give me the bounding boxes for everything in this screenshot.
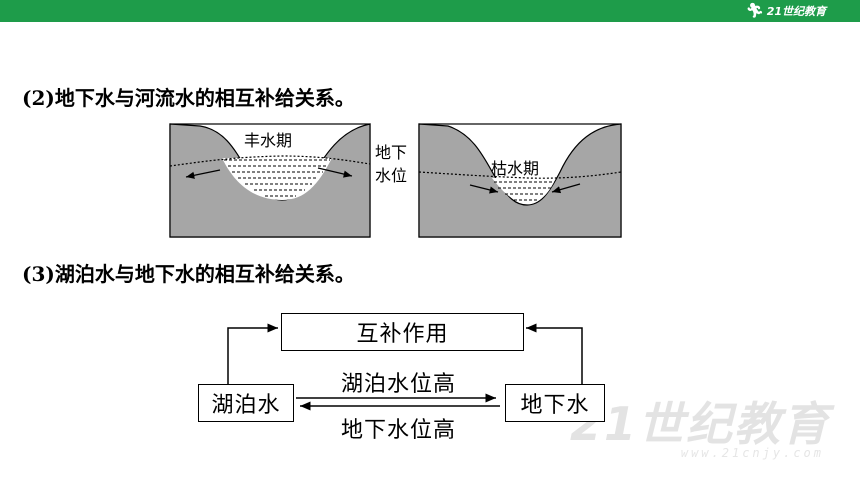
wet-season-label: 丰水期 bbox=[244, 131, 293, 150]
dry-season-panel bbox=[418, 123, 622, 238]
section3-heading: (3)湖泊水与地下水的相互补给关系。 bbox=[22, 262, 355, 286]
groundwater-level-label-line2: 水位 bbox=[375, 166, 408, 185]
groundwater-box: 地下水 bbox=[505, 384, 605, 422]
dry-season-label: 枯水期 bbox=[491, 159, 540, 178]
groundwater-level-label-line1: 地下 bbox=[375, 143, 408, 162]
runner-icon: 🏃︎ bbox=[745, 3, 764, 19]
section2-heading: (2)地下水与河流水的相互补给关系。 bbox=[22, 86, 355, 110]
lake-level-higher-label: 湖泊水位高 bbox=[341, 372, 457, 397]
wet-season-panel bbox=[169, 123, 371, 238]
logo-text: 21世纪教育 bbox=[766, 5, 826, 18]
lake-water-box: 湖泊水 bbox=[198, 384, 294, 422]
brand-logo: 🏃︎ 21世纪教育 bbox=[746, 2, 826, 20]
mutual-complement-box: 互补作用 bbox=[281, 313, 524, 351]
groundwater-level-higher-label: 地下水位高 bbox=[341, 418, 457, 443]
watermark-subtext: www.21cnjy.com bbox=[680, 446, 824, 460]
watermark: 21世纪教育 bbox=[569, 397, 830, 451]
complement-flow-arrows bbox=[227, 323, 583, 411]
top-banner: 🏃︎ 21世纪教育 bbox=[0, 0, 860, 22]
